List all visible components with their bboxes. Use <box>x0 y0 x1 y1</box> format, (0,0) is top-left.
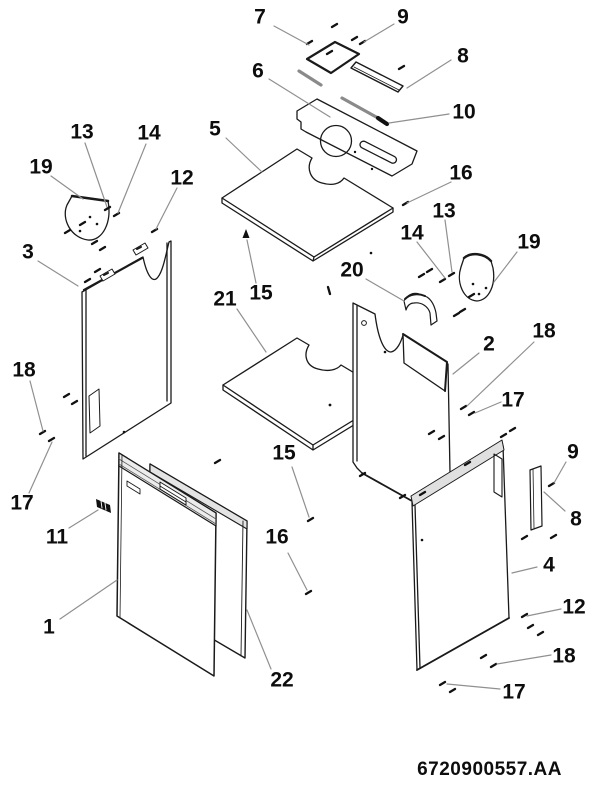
leader-line-11 <box>68 509 99 529</box>
part-20-bracket <box>403 292 438 326</box>
leader-line-6 <box>268 78 331 118</box>
leader-line-10 <box>388 113 450 124</box>
leader-line-3 <box>37 260 79 287</box>
part-4-right-panel <box>410 439 510 671</box>
screw-marks <box>38 22 558 694</box>
leader-line-5 <box>225 137 263 173</box>
leader-line-8 <box>406 59 452 89</box>
leader-line-18 <box>466 341 535 407</box>
door-handle-recess <box>159 481 187 506</box>
leader-line-20 <box>365 278 405 302</box>
leader-line-9 <box>553 461 567 484</box>
part-11-latch-block <box>96 499 111 513</box>
door-label-plate <box>126 480 141 495</box>
part-number: 6720900557.AA <box>417 759 562 780</box>
leader-line-17 <box>474 401 502 414</box>
leader-line-15 <box>291 466 310 518</box>
leader-line-18 <box>29 380 44 432</box>
leader-lines <box>28 23 567 690</box>
part-7-small-plate <box>305 40 361 75</box>
part-1-front-door-panel <box>116 452 217 677</box>
leader-line-16 <box>406 181 452 204</box>
leader-line-19 <box>493 251 518 283</box>
leader-line-12 <box>526 608 562 617</box>
part-5-top-panel <box>221 148 394 262</box>
leader-line-4 <box>511 566 538 574</box>
leader-line-14 <box>117 143 147 214</box>
leader-line-12 <box>155 187 178 230</box>
leader-line-21 <box>236 308 267 353</box>
part-10-rods <box>297 69 390 127</box>
leader-line-22 <box>246 609 272 670</box>
leader-line-19 <box>50 175 84 200</box>
part-19-right-bracket <box>458 253 495 302</box>
part-8-right-strip <box>529 465 543 531</box>
leader-line-7 <box>273 25 310 46</box>
leader-line-2 <box>452 352 480 375</box>
part-19-left-bracket <box>64 194 110 241</box>
leader-line-9 <box>363 23 395 43</box>
leader-line-18 <box>496 654 552 665</box>
leader-line-1 <box>59 579 118 620</box>
part-8-top-strip <box>350 61 404 93</box>
part-6-bracket <box>296 98 418 177</box>
leader-line-8 <box>543 491 566 512</box>
leader-line-15 <box>246 239 257 284</box>
arrow-up-icon <box>242 229 250 238</box>
leader-line-14 <box>416 241 446 279</box>
leader-line-13 <box>444 219 453 273</box>
leader-line-16 <box>287 552 308 591</box>
leader-line-13 <box>84 142 108 208</box>
leader-line-17 <box>446 683 501 690</box>
leader-line-17 <box>28 441 53 494</box>
part-3-left-panel <box>81 240 172 460</box>
part-2-back-panel <box>352 302 451 502</box>
